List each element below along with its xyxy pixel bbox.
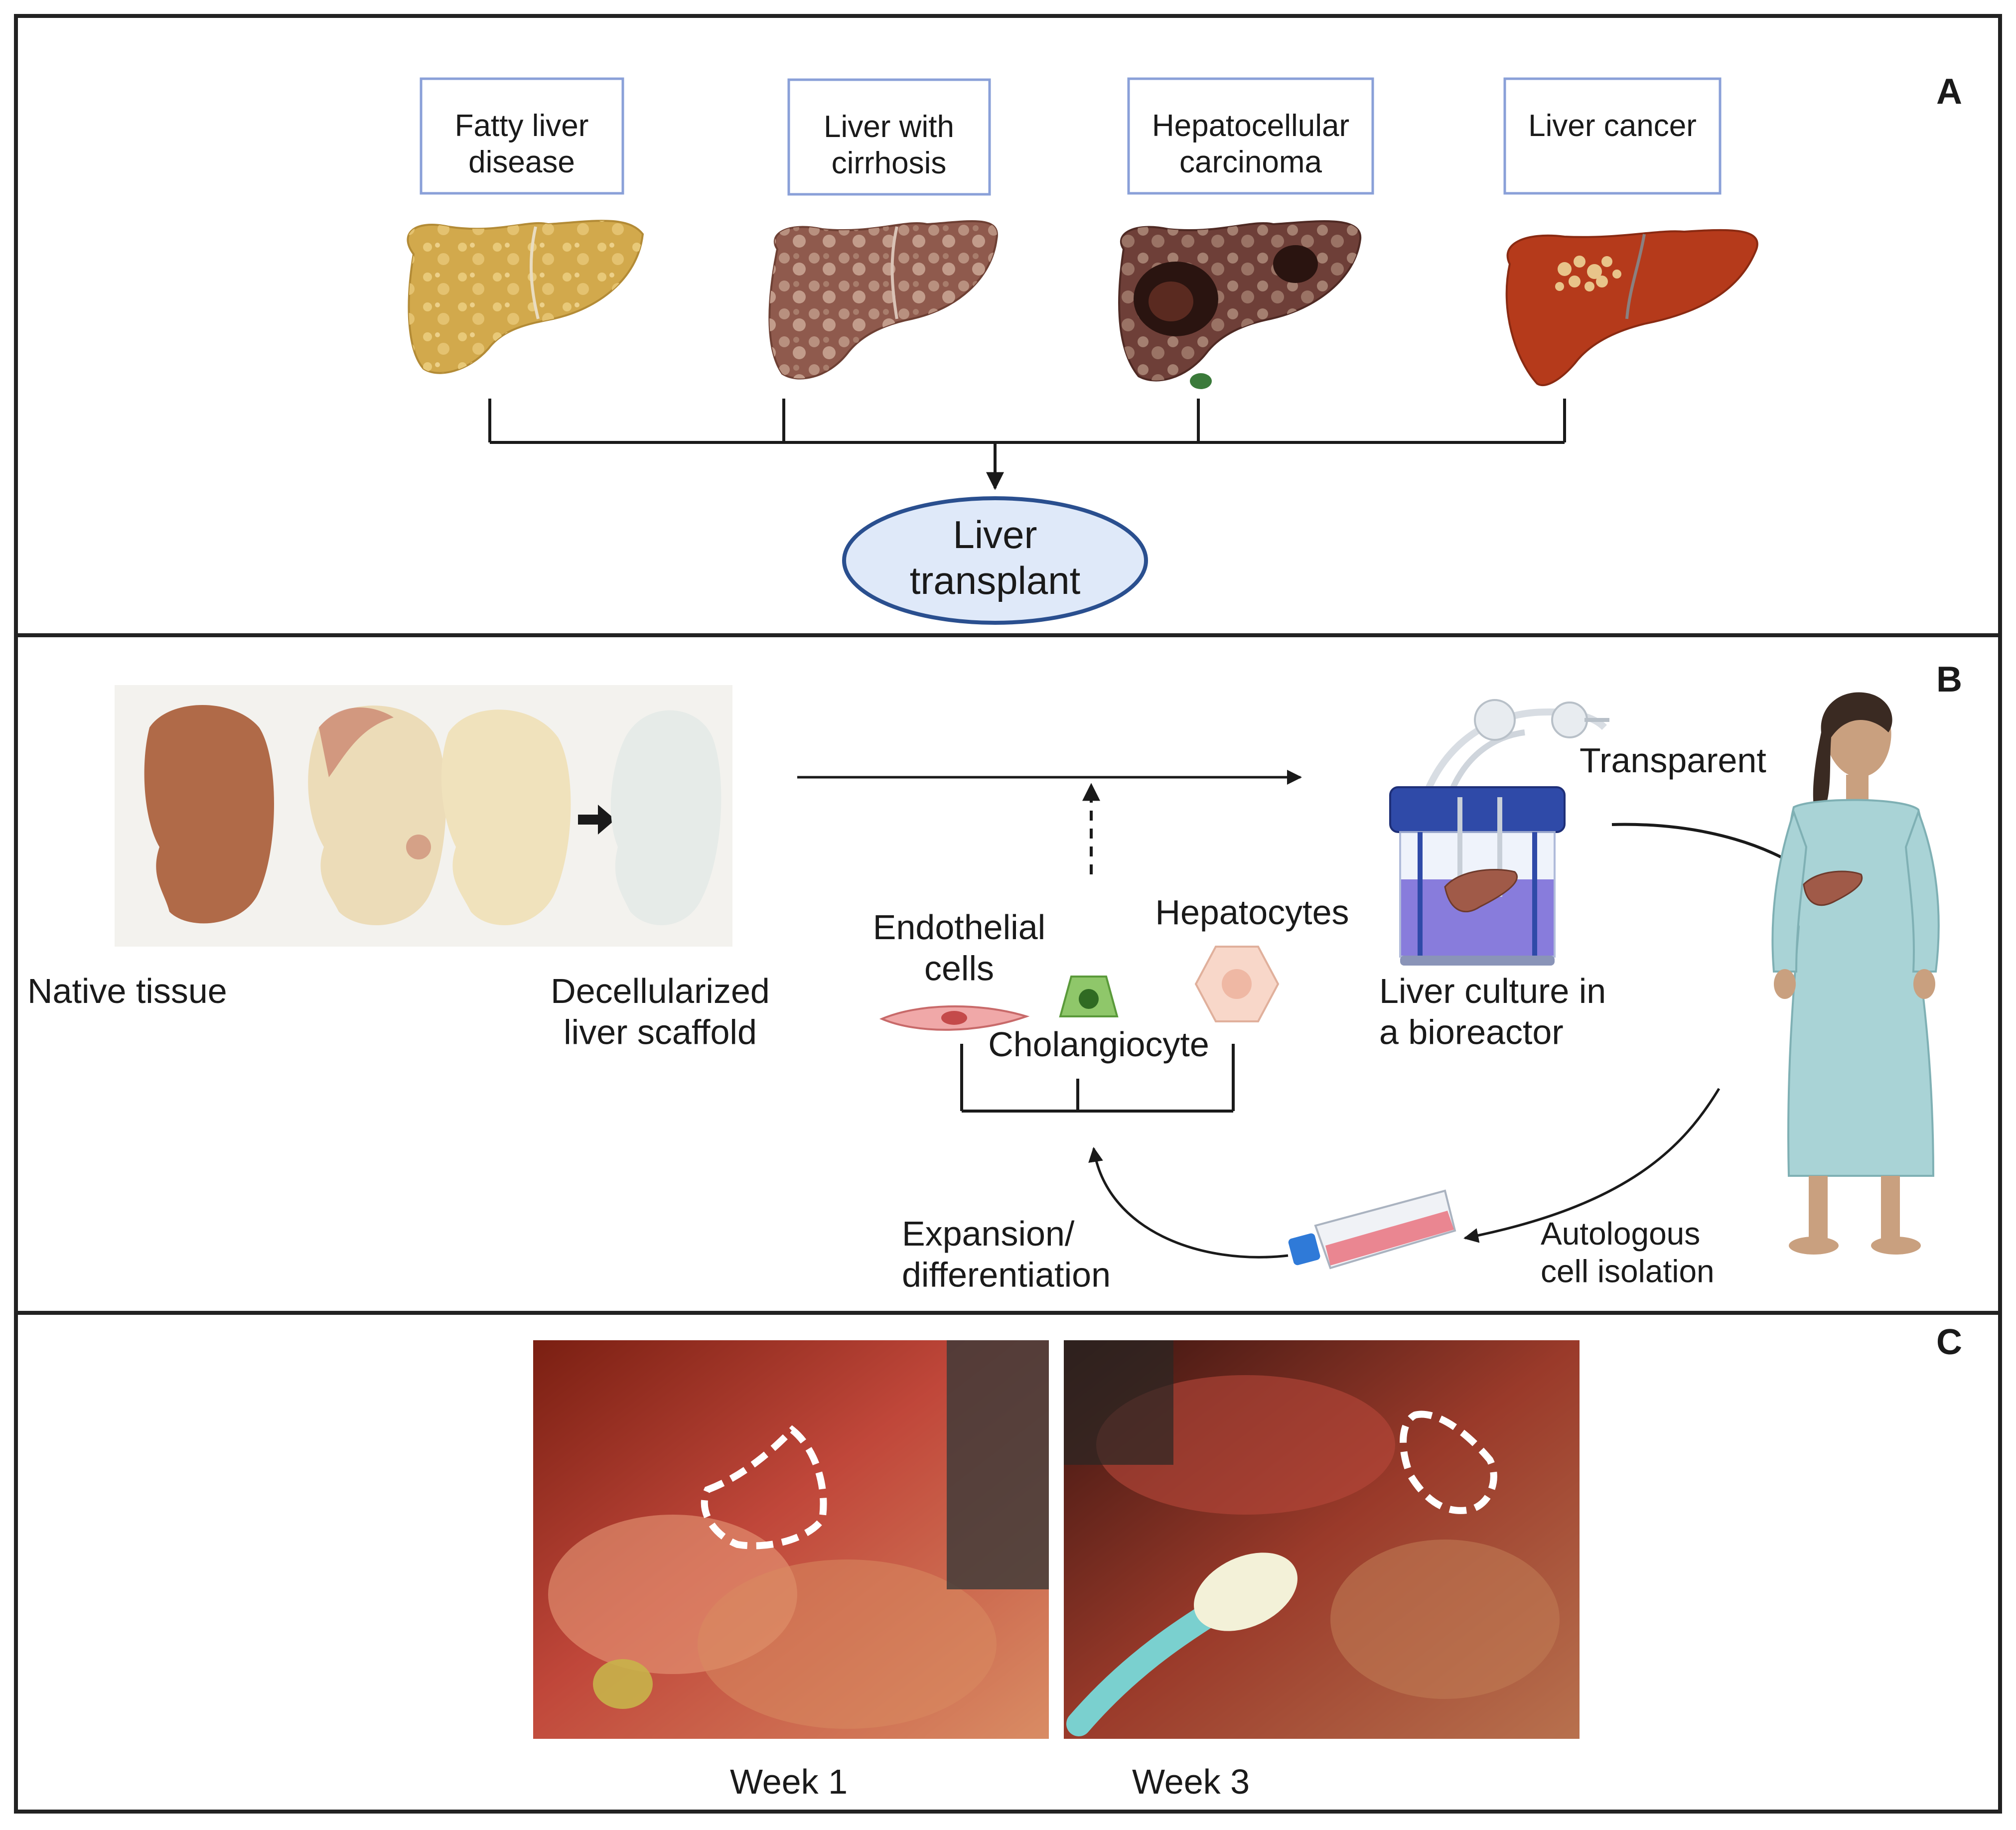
condition-label-cancer: Liver cancer: [1528, 109, 1697, 143]
liver-transplant-ellipse: [842, 496, 1148, 625]
cirrhosis-liver-illustration: [768, 220, 998, 380]
week1-label: Week 1: [730, 1762, 848, 1801]
hepatocytes-label: Hepatocytes: [1155, 893, 1349, 932]
bioreactor-illustration: [1389, 699, 1609, 966]
cell-bracket: [960, 1044, 1235, 1113]
convergence-bracket: [488, 399, 1566, 490]
carcinoma-liver-illustration: [1118, 220, 1362, 389]
cholangiocyte-cell-icon: [1059, 976, 1119, 1017]
native-tissue-label: Native tissue: [27, 972, 227, 1010]
condition-box-carcinoma: [1127, 77, 1374, 195]
patient-illustration: [1771, 692, 1940, 1255]
figure-frame: [14, 14, 2002, 1814]
culture-flask-icon: [1288, 1189, 1456, 1269]
expansion-arrow: [1088, 1147, 1289, 1259]
cholangiocyte-label: Cholangiocyte: [988, 1025, 1209, 1064]
week3-surgical-photo: [1064, 1340, 1580, 1739]
decellularization-photo: [115, 685, 732, 947]
fatty-liver-illustration: [407, 220, 644, 374]
week1-surgical-photo: [533, 1340, 1049, 1739]
week3-label: Week 3: [1132, 1762, 1250, 1801]
expansion-label: Expansion/differentiation: [902, 1214, 1111, 1294]
condition-box-cancer: [1503, 77, 1722, 195]
cell-isolation-arrow: [1463, 1088, 1721, 1243]
condition-box-fatty: [420, 77, 624, 195]
hepatocyte-cell-icon: [1194, 946, 1280, 1022]
panel-b-label: B: [1936, 660, 1962, 700]
endothelial-cell-icon: [879, 1005, 1030, 1031]
transparent-label: Transparent: [1580, 741, 1766, 780]
liver-cancer-illustration: [1505, 229, 1758, 387]
panel-c-label: C: [1936, 1322, 1962, 1362]
panel-a-label: A: [1936, 72, 1962, 112]
condition-box-cirrhosis: [787, 78, 991, 196]
tumor-cluster: [1555, 256, 1621, 291]
